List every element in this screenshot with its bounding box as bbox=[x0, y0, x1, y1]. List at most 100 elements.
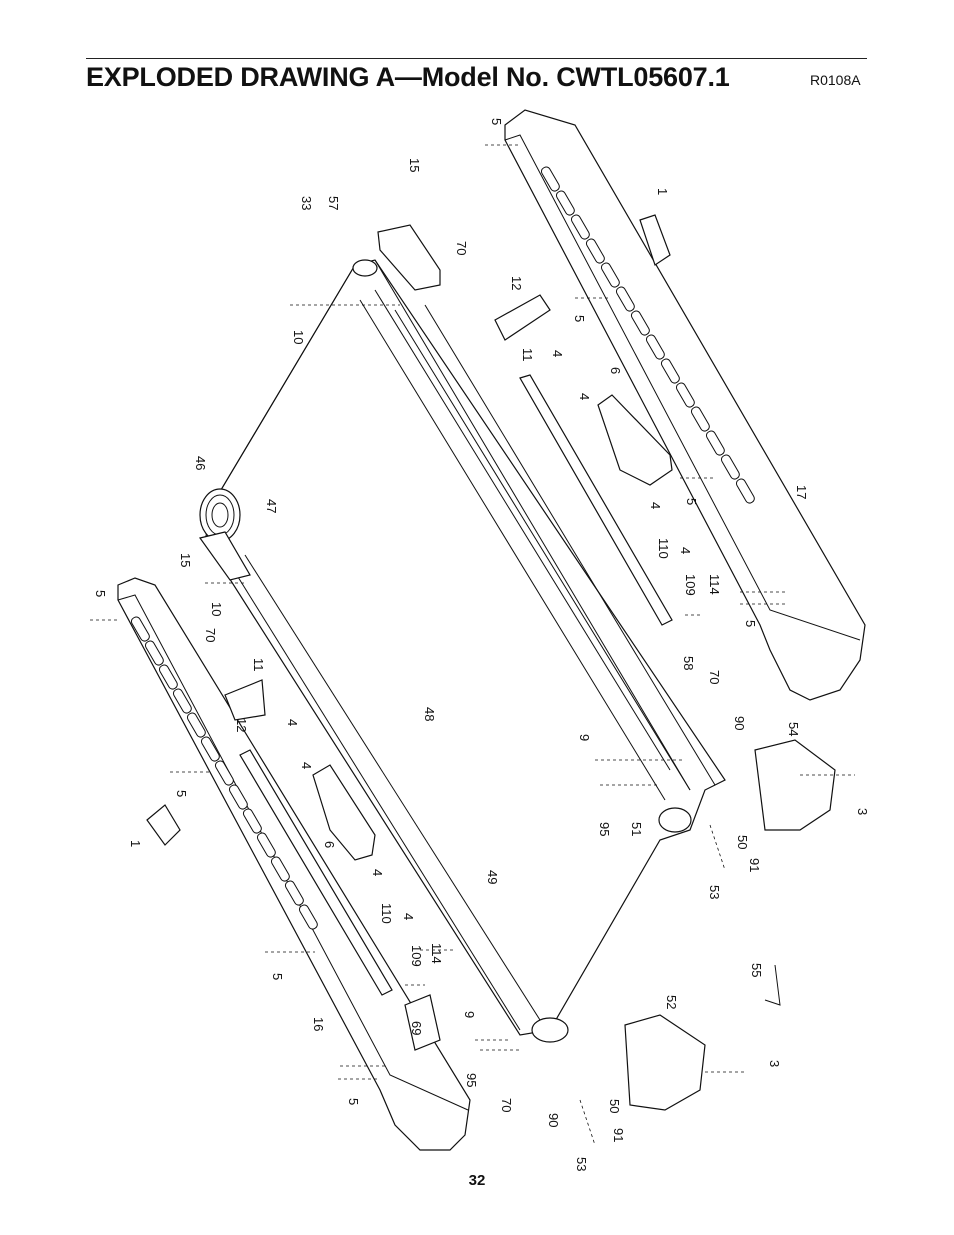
part-callout-label: 10 bbox=[291, 330, 306, 344]
part-callout-label: 49 bbox=[485, 870, 500, 884]
rail-slot bbox=[130, 616, 150, 642]
part-callout-label: 5 bbox=[346, 1098, 361, 1105]
rail-slot bbox=[675, 382, 695, 408]
part-callout-label: 12 bbox=[234, 718, 249, 732]
part-callout-label: 54 bbox=[786, 722, 801, 736]
part-callout-label: 109 bbox=[409, 945, 424, 967]
part-callout-label: 48 bbox=[422, 707, 437, 721]
part-callout-label: 95 bbox=[597, 822, 612, 836]
part-callout-label: 9 bbox=[462, 1011, 477, 1018]
part-callout-label: 90 bbox=[732, 716, 747, 730]
part-callout-label: 4 bbox=[299, 762, 314, 769]
header-rule bbox=[86, 58, 867, 59]
part-callout-label: 4 bbox=[550, 350, 565, 357]
rail-slot bbox=[228, 784, 248, 810]
rail-slot bbox=[630, 310, 650, 336]
part-callout-label: 114 bbox=[707, 574, 722, 595]
rail-slot bbox=[615, 286, 635, 312]
rail-slot bbox=[600, 262, 620, 288]
rail-slot bbox=[144, 640, 164, 666]
rail-slot bbox=[158, 664, 178, 690]
rail-slot bbox=[200, 736, 220, 762]
rail-slot bbox=[256, 832, 276, 858]
rail-slot bbox=[242, 808, 262, 834]
part-callout-label: 4 bbox=[648, 502, 663, 509]
part-callout-label: 6 bbox=[608, 367, 623, 374]
rail-slot bbox=[585, 238, 605, 264]
part-callout-label: 5 bbox=[684, 498, 699, 505]
part-callout-label: 11 bbox=[520, 348, 535, 362]
part-callout-label: 4 bbox=[678, 547, 693, 554]
part-callout-label: 109 bbox=[683, 574, 698, 596]
part-callout-label: 5 bbox=[93, 590, 108, 597]
part-callout-label: 50 bbox=[607, 1099, 622, 1113]
part-callout-label: 1 bbox=[655, 188, 670, 195]
part-callout-label: 1 bbox=[128, 840, 143, 847]
part-callout-label: 57 bbox=[326, 196, 341, 210]
rail-slot bbox=[270, 856, 290, 882]
part-callout-label: 4 bbox=[370, 869, 385, 876]
part-callout-label: 114 bbox=[429, 943, 444, 964]
rail-slot bbox=[284, 880, 304, 906]
part-callout-label: 6 bbox=[322, 841, 337, 848]
part-callout-label: 5 bbox=[572, 315, 587, 322]
part-callout-label: 52 bbox=[664, 995, 679, 1009]
part-callout-label: 91 bbox=[611, 1128, 626, 1142]
page-number: 32 bbox=[468, 1172, 486, 1189]
rail-slot bbox=[645, 334, 665, 360]
part-callout-label: 33 bbox=[299, 196, 314, 210]
part-callout-label: 9 bbox=[577, 734, 592, 741]
part-callout-label: 5 bbox=[743, 620, 758, 627]
part-callout-label: 58 bbox=[681, 656, 696, 670]
part-callout-label: 70 bbox=[707, 670, 722, 684]
part-callout-label: 90 bbox=[546, 1113, 561, 1127]
rail-slot bbox=[214, 760, 234, 786]
part-callout-label: 69 bbox=[409, 1021, 424, 1035]
assembly-leader-lines bbox=[90, 144, 855, 1146]
rail-slot bbox=[186, 712, 206, 738]
rail-slot bbox=[298, 904, 318, 930]
rail-slot bbox=[720, 454, 740, 480]
rail-slot bbox=[555, 190, 575, 216]
part-callout-label: 3 bbox=[767, 1060, 782, 1067]
part-callout-label: 3 bbox=[855, 808, 870, 815]
drawing-code: R0108A bbox=[810, 72, 861, 88]
part-callout-label: 4 bbox=[285, 719, 300, 726]
part-callout-label: 11 bbox=[251, 658, 266, 672]
part-callout-label: 47 bbox=[264, 499, 279, 513]
part-callout-label: 70 bbox=[499, 1098, 514, 1112]
rail-slot bbox=[172, 688, 192, 714]
part-callout-label: 5 bbox=[174, 790, 189, 797]
part-callout-label: 15 bbox=[407, 158, 422, 172]
rail-slot bbox=[705, 430, 725, 456]
part-callout-label: 12 bbox=[509, 276, 524, 290]
part-callout-label: 46 bbox=[193, 456, 208, 470]
part-callout-label: 51 bbox=[629, 822, 644, 836]
part-callout-label: 17 bbox=[794, 485, 809, 499]
part-callout-label: 50 bbox=[735, 835, 750, 849]
part-callout-label: 4 bbox=[577, 393, 592, 400]
part-callout-label: 15 bbox=[178, 553, 193, 567]
rail-slot bbox=[660, 358, 680, 384]
part-callout-label: 5 bbox=[489, 118, 504, 125]
left-side-rail bbox=[117, 577, 471, 1151]
deck-frame bbox=[146, 214, 836, 1111]
part-callout-label: 110 bbox=[379, 903, 394, 924]
part-callout-label: 95 bbox=[464, 1073, 479, 1087]
rail-slot bbox=[735, 478, 755, 504]
part-callout-label: 5 bbox=[270, 973, 285, 980]
part-callout-label: 10 bbox=[209, 602, 224, 616]
part-callout-label: 110 bbox=[656, 538, 671, 559]
part-callout-label: 53 bbox=[574, 1157, 589, 1171]
part-callout-label: 16 bbox=[311, 1017, 326, 1031]
part-callout-label: 4 bbox=[401, 913, 416, 920]
part-callout-label: 91 bbox=[747, 858, 762, 872]
part-callout-label: 70 bbox=[203, 628, 218, 642]
part-callout-label: 70 bbox=[454, 241, 469, 255]
part-callout-label: 53 bbox=[707, 885, 722, 899]
rail-slot bbox=[690, 406, 710, 432]
page-title: EXPLODED DRAWING A—Model No. CWTL05607.1 bbox=[86, 62, 730, 92]
rail-slot bbox=[540, 166, 560, 192]
